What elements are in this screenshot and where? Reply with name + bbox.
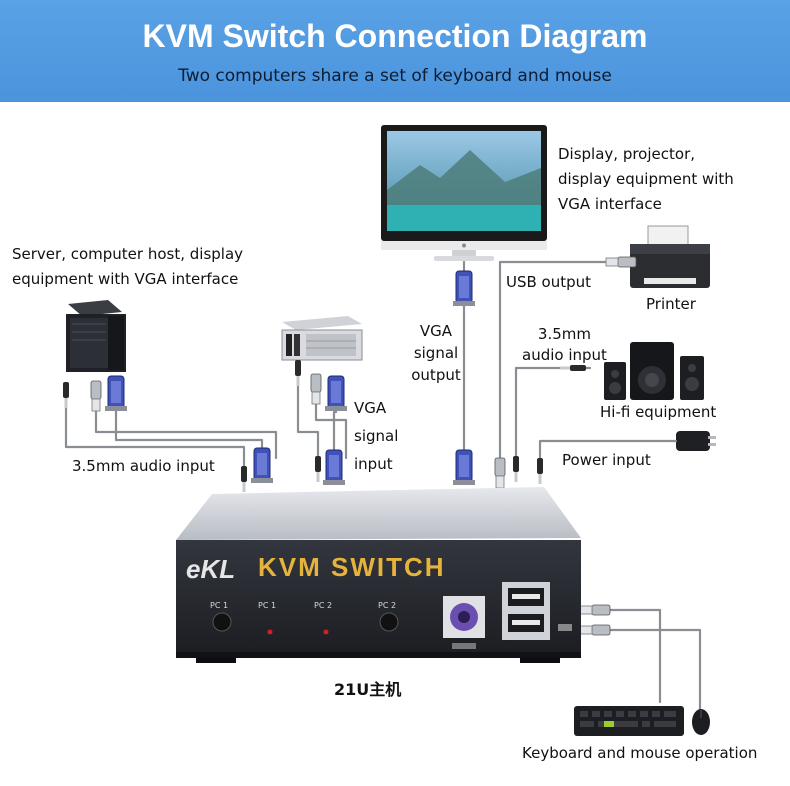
- button-label-pc1-a: PC 1: [210, 601, 228, 610]
- keyboard-mouse-label: Keyboard and mouse operation: [522, 744, 758, 762]
- audio-input-left-label: 3.5mm audio input: [72, 457, 215, 475]
- display-label-line-1: Display, projector,: [558, 145, 695, 163]
- server-label: Server, computer host, display equipment…: [12, 242, 243, 292]
- hifi-label: Hi-fi equipment: [600, 403, 717, 421]
- kvm-switch-device: eKL PC 1 PC 1 PC 2 PC 2: [176, 487, 581, 663]
- pc2-switch-button[interactable]: [379, 612, 399, 632]
- page-title: KVM Switch Connection Diagram: [142, 18, 648, 54]
- vga-output-line-2: signal: [413, 344, 459, 362]
- device-name: KVM SWITCH: [258, 552, 446, 582]
- hifi-speakers-image: [604, 342, 704, 400]
- printer-image: [630, 225, 710, 288]
- button-label-pc2-a: PC 2: [314, 601, 332, 610]
- page-subtitle: Two computers share a set of keyboard an…: [178, 66, 612, 86]
- pc1-switch-button[interactable]: [212, 612, 232, 632]
- audio-input-right-label: 3.5mm audio input: [522, 322, 607, 368]
- audio-input-right-line-2: audio input: [522, 346, 607, 364]
- vga-output-line-3: output: [411, 366, 461, 384]
- audio-input-right-line-1: 3.5mm: [537, 325, 591, 343]
- printer-label: Printer: [646, 295, 696, 313]
- vga-input-label: VGA signal input: [354, 394, 398, 478]
- button-label-pc2-b: PC 2: [378, 601, 396, 610]
- button-label-pc1-b: PC 1: [258, 601, 276, 610]
- pc2-led: [323, 629, 329, 635]
- power-adapter-image: [676, 431, 716, 451]
- display-label-line-2: display equipment with: [558, 170, 734, 188]
- header-banner: [0, 0, 790, 102]
- vga-output-label: VGA signal output: [408, 320, 464, 386]
- pc1-led: [267, 629, 273, 635]
- rack-server-image: [281, 316, 363, 361]
- keyboard-mouse-image: [574, 706, 710, 736]
- model-label: 21U主机: [334, 680, 402, 699]
- vga-output-line-1: VGA: [419, 322, 453, 340]
- display-label-line-3: VGA interface: [558, 195, 662, 213]
- usb-output-label: USB output: [506, 273, 592, 291]
- vga-input-line-3: input: [354, 455, 393, 473]
- power-input-label: Power input: [562, 451, 651, 469]
- display-label: Display, projector, display equipment wi…: [558, 142, 734, 217]
- server-label-line-2: equipment with VGA interface: [12, 270, 239, 288]
- server-label-line-1: Server, computer host, display: [12, 245, 244, 263]
- vga-input-line-1: VGA: [354, 399, 387, 417]
- monitor-image: [381, 125, 547, 261]
- vga-input-line-2: signal: [354, 427, 399, 445]
- server-tower-image: [66, 300, 126, 372]
- device-brand-logo: eKL: [186, 554, 235, 584]
